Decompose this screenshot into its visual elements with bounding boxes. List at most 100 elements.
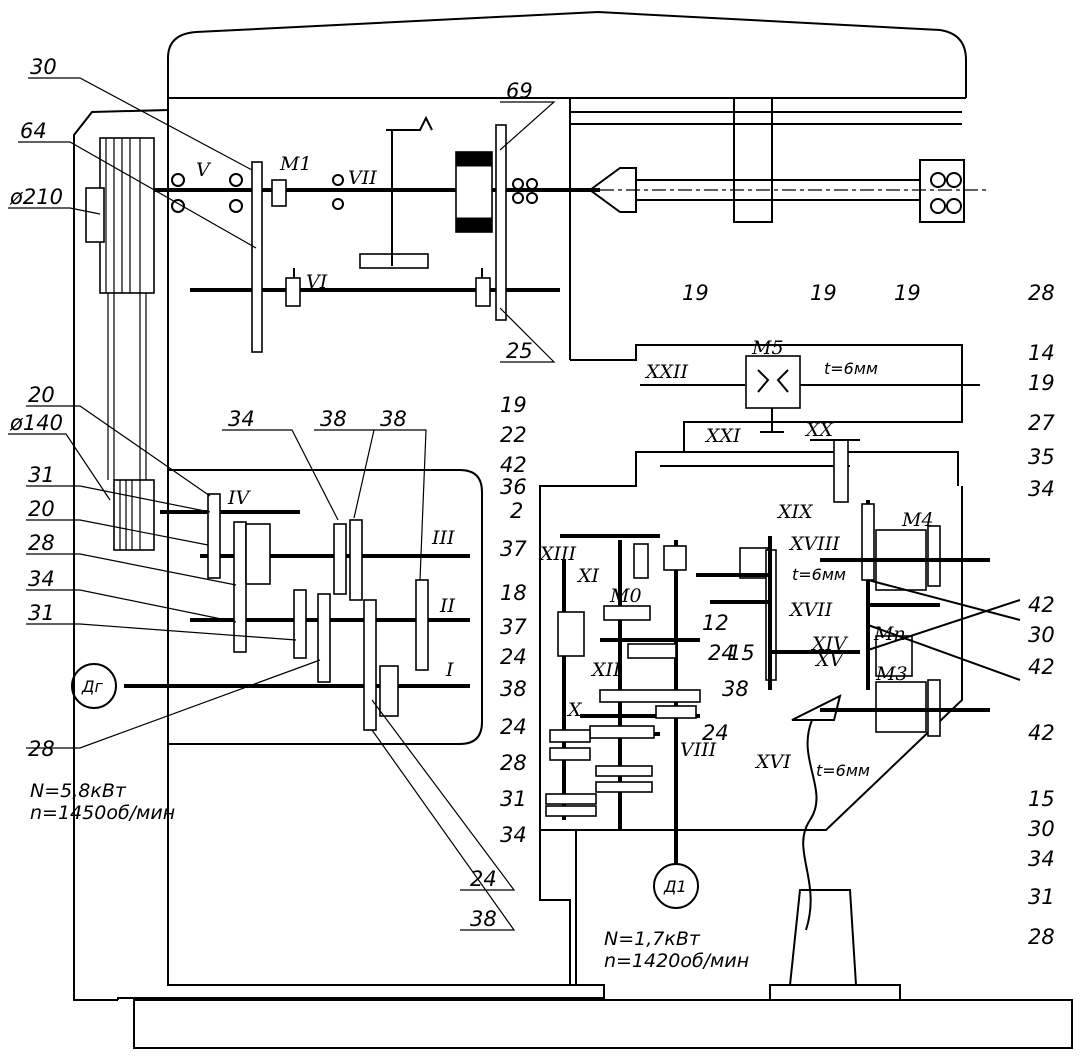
svg-text:38: 38 (500, 677, 527, 701)
motor-dg-speed: n=1450об/мин (30, 802, 176, 824)
svg-text:34: 34 (228, 407, 255, 431)
svg-text:34: 34 (28, 567, 55, 591)
part-labels: 30 64 ø210 20 ø140 31 20 28 34 31 28 69 … (9, 55, 1055, 949)
svg-text:20: 20 (28, 497, 55, 521)
svg-text:VII: VII (348, 167, 377, 189)
svg-text:XVII: XVII (788, 599, 833, 621)
svg-text:64: 64 (20, 119, 47, 143)
svg-text:19: 19 (500, 393, 527, 417)
svg-text:27: 27 (1028, 411, 1055, 435)
svg-text:30: 30 (1028, 623, 1055, 647)
svg-text:XI: XI (576, 565, 600, 587)
svg-text:42: 42 (1028, 721, 1055, 745)
svg-text:25: 25 (506, 339, 533, 363)
motor-dg (71, 663, 117, 709)
svg-text:30: 30 (30, 55, 57, 79)
svg-text:28: 28 (1028, 281, 1055, 305)
svg-text:42: 42 (500, 453, 527, 477)
svg-text:XXII: XXII (644, 361, 689, 383)
svg-text:M4: M4 (901, 509, 934, 531)
svg-text:XV: XV (814, 649, 846, 671)
svg-text:34: 34 (1028, 477, 1055, 501)
svg-text:15: 15 (728, 641, 755, 665)
svg-text:36: 36 (500, 475, 527, 499)
svg-text:XIII: XIII (538, 543, 577, 565)
leader-lines (8, 77, 556, 931)
svg-text:III: III (431, 527, 455, 549)
motor-dg-power: N=5,8кВт (30, 780, 126, 802)
svg-text:31: 31 (500, 787, 527, 811)
svg-text:V: V (196, 159, 212, 181)
svg-text:XII: XII (590, 659, 621, 681)
machine-frame (73, 10, 1073, 1049)
svg-text:XIV: XIV (810, 633, 849, 655)
svg-text:28: 28 (1028, 925, 1055, 949)
svg-text:t=6мм: t=6мм (816, 761, 870, 780)
svg-text:M0: M0 (609, 585, 642, 607)
svg-text:12: 12 (702, 611, 729, 635)
motor-d1-speed: n=1420об/мин (604, 950, 750, 972)
svg-text:19: 19 (1028, 371, 1055, 395)
svg-text:28: 28 (28, 737, 55, 761)
svg-text:15: 15 (1028, 787, 1055, 811)
svg-text:20: 20 (28, 383, 55, 407)
svg-text:VI: VI (306, 271, 328, 293)
svg-text:19: 19 (810, 281, 837, 305)
svg-text:24: 24 (500, 645, 527, 669)
shaft-labels: V M1 VII VI IV III II I XIII XI M0 XII X… (81, 153, 934, 896)
svg-text:II: II (439, 595, 456, 617)
motor-d1 (653, 863, 699, 909)
spindle-shafts (154, 115, 962, 353)
svg-text:31: 31 (1028, 885, 1055, 909)
svg-text:t=6мм: t=6мм (824, 359, 878, 378)
svg-text:28: 28 (500, 751, 527, 775)
svg-text:30: 30 (1028, 817, 1055, 841)
svg-text:M3: M3 (875, 663, 908, 685)
svg-text:XIX: XIX (776, 501, 814, 523)
svg-text:37: 37 (500, 615, 527, 639)
svg-text:42: 42 (1028, 655, 1055, 679)
svg-text:XX: XX (804, 419, 835, 441)
svg-text:24: 24 (708, 641, 735, 665)
svg-text:2: 2 (510, 499, 523, 523)
svg-text:38: 38 (722, 677, 749, 701)
svg-text:IV: IV (227, 487, 252, 509)
svg-text:M1: M1 (279, 153, 312, 175)
motor-d1-power: N=1,7кВт (604, 928, 700, 950)
svg-text:37: 37 (500, 537, 527, 561)
svg-text:18: 18 (500, 581, 527, 605)
svg-text:M5: M5 (751, 337, 784, 359)
svg-text:ø210: ø210 (9, 185, 63, 209)
svg-text:Mп: Mп (873, 623, 906, 645)
belt-drive (85, 137, 155, 551)
svg-text:31: 31 (28, 601, 55, 625)
svg-text:XVI: XVI (754, 751, 791, 773)
svg-text:34: 34 (500, 823, 527, 847)
svg-text:31: 31 (28, 463, 55, 487)
svg-text:38: 38 (470, 907, 497, 931)
svg-text:Дг: Дг (81, 677, 104, 696)
svg-text:28: 28 (28, 531, 55, 555)
feed-box (545, 534, 860, 865)
svg-text:24: 24 (500, 715, 527, 739)
svg-text:42: 42 (1028, 593, 1055, 617)
svg-text:35: 35 (1028, 445, 1055, 469)
svg-text:19: 19 (894, 281, 921, 305)
svg-text:XVIII: XVIII (788, 533, 840, 555)
svg-text:34: 34 (1028, 847, 1055, 871)
svg-text:Д1: Д1 (663, 877, 687, 896)
svg-text:XXI: XXI (704, 425, 741, 447)
svg-text:19: 19 (682, 281, 709, 305)
svg-text:22: 22 (500, 423, 527, 447)
table-feed (640, 355, 1021, 931)
svg-text:X: X (566, 699, 583, 721)
svg-text:24: 24 (470, 867, 497, 891)
svg-text:t=6мм: t=6мм (792, 565, 846, 584)
svg-text:I: I (445, 659, 454, 681)
svg-text:38: 38 (320, 407, 347, 431)
gearbox (124, 493, 470, 731)
svg-text:VIII: VIII (680, 739, 717, 761)
svg-text:ø140: ø140 (9, 411, 63, 435)
svg-text:69: 69 (506, 79, 533, 103)
